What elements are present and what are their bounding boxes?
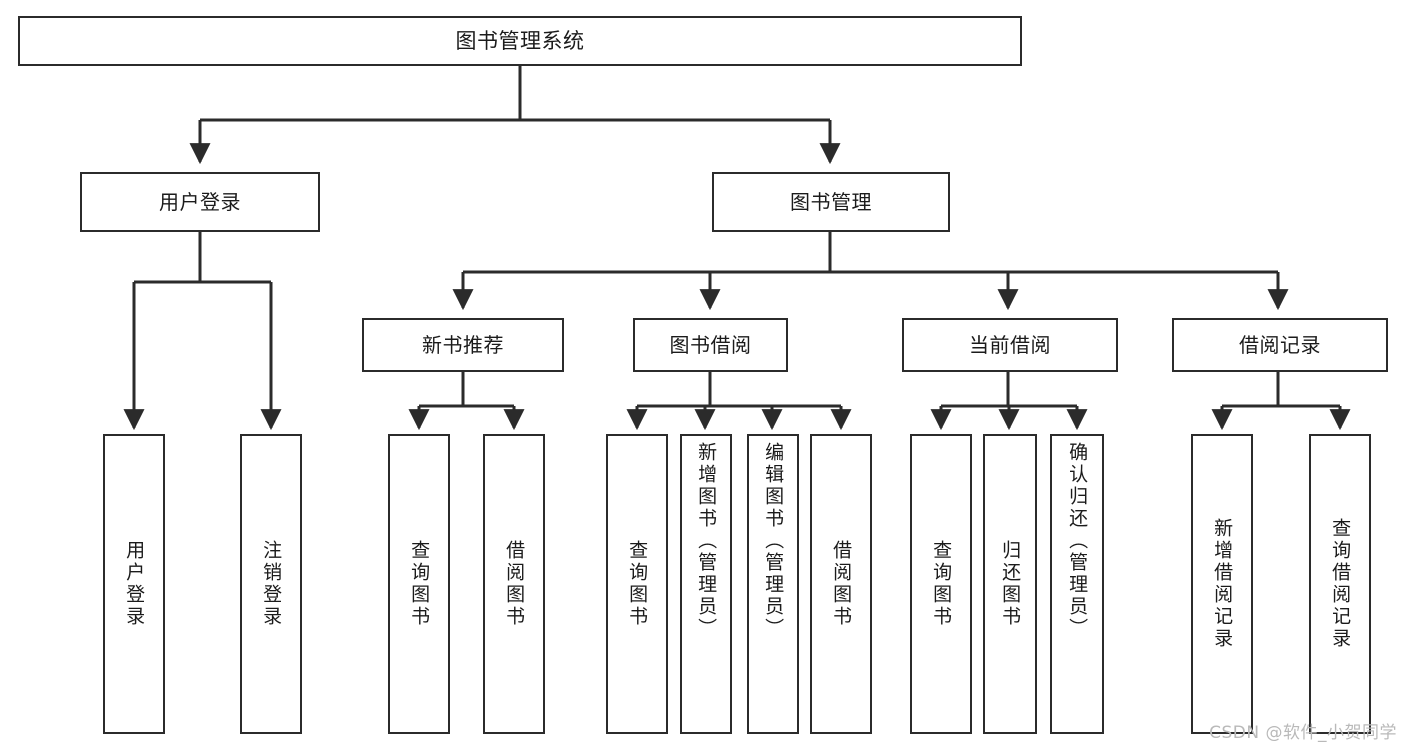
node-label: 借阅图书 bbox=[503, 540, 526, 628]
leaf-query-book-recommend[interactable]: 查询图书 bbox=[388, 434, 450, 734]
leaf-edit-book-admin[interactable]: 编辑图书（管理员） bbox=[747, 434, 799, 734]
leaf-add-borrow-record[interactable]: 新增借阅记录 bbox=[1191, 434, 1253, 734]
node-current-borrow[interactable]: 当前借阅 bbox=[902, 318, 1118, 372]
node-label: 编辑图书（管理员） bbox=[762, 442, 785, 640]
leaf-query-book-current[interactable]: 查询图书 bbox=[910, 434, 972, 734]
node-label: 查询图书 bbox=[930, 540, 953, 628]
leaf-return-book[interactable]: 归还图书 bbox=[983, 434, 1037, 734]
node-label: 新增图书（管理员） bbox=[695, 442, 718, 640]
node-label: 用户登录 bbox=[159, 189, 241, 214]
node-label: 图书借阅 bbox=[669, 332, 752, 357]
leaf-confirm-return-admin[interactable]: 确认归还（管理员） bbox=[1050, 434, 1104, 734]
node-book-management[interactable]: 图书管理 bbox=[712, 172, 950, 232]
leaf-query-borrow-record[interactable]: 查询借阅记录 bbox=[1309, 434, 1371, 734]
node-label: 当前借阅 bbox=[969, 332, 1051, 357]
node-label: 借阅图书 bbox=[830, 540, 853, 628]
node-label: 查询图书 bbox=[408, 540, 431, 628]
node-label: 借阅记录 bbox=[1239, 332, 1321, 357]
node-label: 查询图书 bbox=[626, 540, 649, 628]
leaf-logout-login[interactable]: 注销登录 bbox=[240, 434, 302, 734]
node-label: 新增借阅记录 bbox=[1211, 518, 1234, 650]
node-borrow-record[interactable]: 借阅记录 bbox=[1172, 318, 1388, 372]
leaf-add-book-admin[interactable]: 新增图书（管理员） bbox=[680, 434, 732, 734]
node-label: 确认归还（管理员） bbox=[1066, 442, 1089, 640]
leaf-query-book-borrow[interactable]: 查询图书 bbox=[606, 434, 668, 734]
node-new-book-recommend[interactable]: 新书推荐 bbox=[362, 318, 564, 372]
watermark-csdn: CSDN @软件_小贺同学 bbox=[1209, 723, 1397, 743]
node-label: 归还图书 bbox=[999, 540, 1022, 628]
node-label: 图书管理系统 bbox=[455, 28, 585, 53]
leaf-user-login[interactable]: 用户登录 bbox=[103, 434, 165, 734]
leaf-borrow-book-recommend[interactable]: 借阅图书 bbox=[483, 434, 545, 734]
node-label: 用户登录 bbox=[123, 540, 146, 628]
node-book-borrow[interactable]: 图书借阅 bbox=[633, 318, 788, 372]
node-label: 图书管理 bbox=[790, 189, 872, 214]
node-root-book-management-system[interactable]: 图书管理系统 bbox=[18, 16, 1022, 66]
node-label: 查询借阅记录 bbox=[1329, 518, 1352, 650]
node-user-login[interactable]: 用户登录 bbox=[80, 172, 320, 232]
node-label: 新书推荐 bbox=[422, 332, 504, 357]
node-label: 注销登录 bbox=[260, 540, 283, 628]
leaf-borrow-book-borrow[interactable]: 借阅图书 bbox=[810, 434, 872, 734]
